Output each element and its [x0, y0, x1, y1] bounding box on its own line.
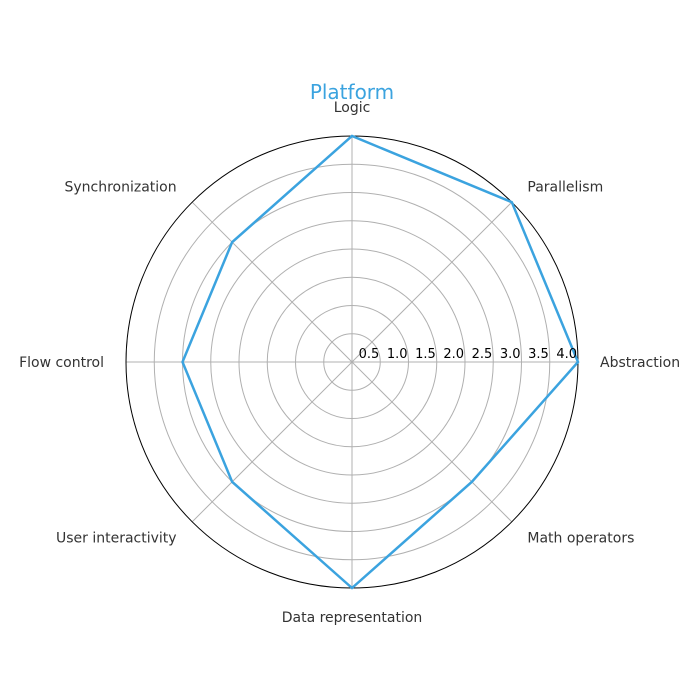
axis-label: Math operators — [527, 530, 634, 546]
axis-label: Data representation — [282, 610, 423, 626]
grid-spoke — [191, 201, 353, 363]
axis-label: Parallelism — [527, 180, 603, 196]
tick-label: 4.0 — [556, 347, 577, 362]
tick-label: 2.5 — [472, 347, 493, 362]
axis-label: Abstraction — [600, 355, 680, 371]
grid-spoke — [351, 361, 513, 523]
grid-layer — [126, 136, 578, 588]
tick-label-layer: 0.5 1.0 1.5 2.0 2.5 3.0 3.5 4.0 — [359, 347, 577, 362]
tick-label: 0.5 — [359, 347, 380, 362]
tick-label: 1.0 — [387, 347, 408, 362]
tick-label: 1.5 — [415, 347, 436, 362]
axis-label: Logic — [334, 100, 371, 116]
axis-label: Synchronization — [64, 180, 176, 196]
series-layer — [181, 134, 580, 590]
axis-label: User interactivity — [56, 530, 177, 546]
axis-label-layer: Abstraction Parallelism LogicSynchronizati… — [19, 100, 680, 626]
grid-spoke — [351, 201, 513, 363]
grid-spoke — [191, 361, 353, 523]
tick-label: 3.5 — [528, 347, 549, 362]
series-line — [181, 134, 580, 590]
tick-label: 3.0 — [500, 347, 521, 362]
axis-label: Flow control — [19, 355, 104, 371]
chart-title: Platform — [310, 80, 394, 104]
tick-label: 2.0 — [443, 347, 464, 362]
